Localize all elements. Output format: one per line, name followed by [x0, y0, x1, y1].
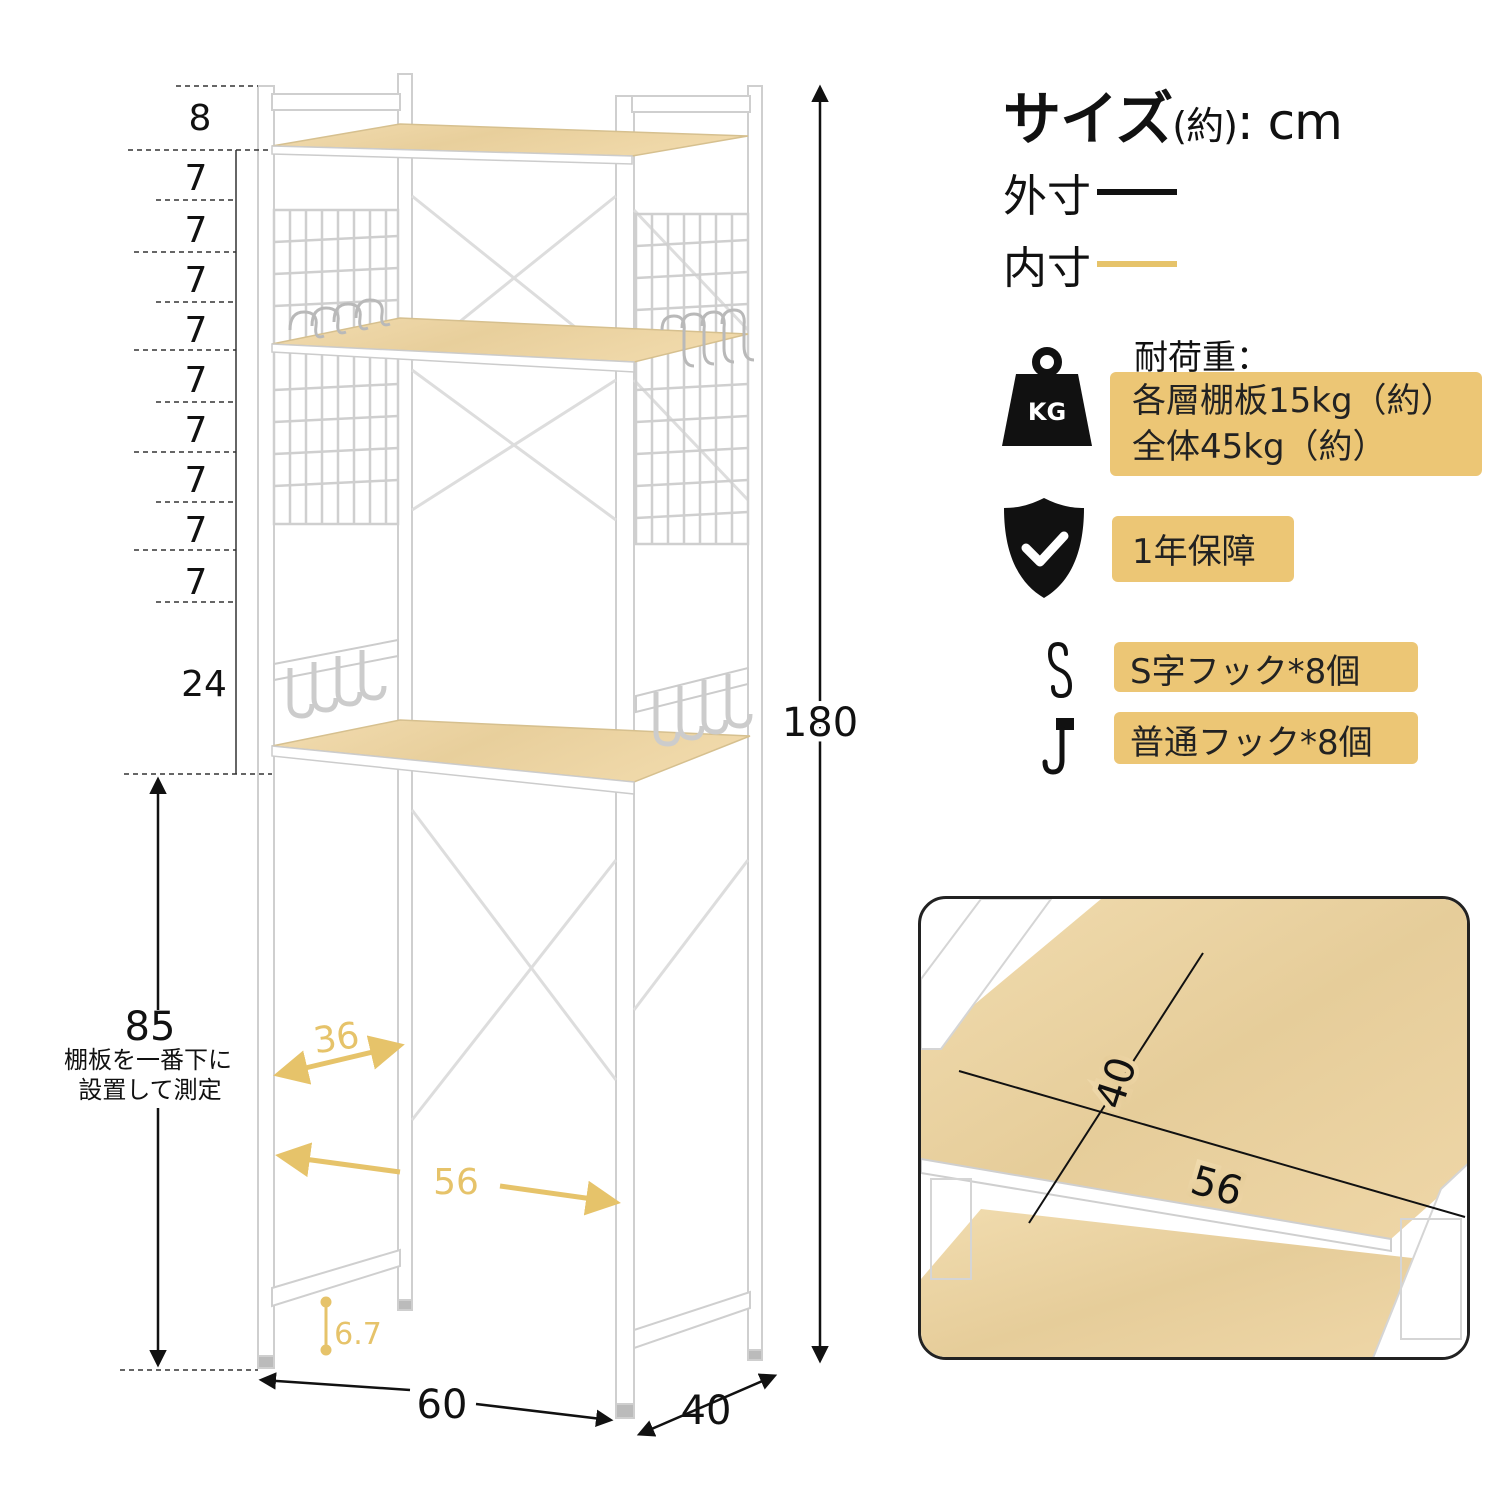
weight-icon: KG	[1000, 346, 1094, 448]
dim-label-grid: 7	[185, 260, 208, 301]
legend-title-main: サイズ	[1003, 85, 1173, 153]
back-left-post	[397, 73, 413, 1307]
dim-label-foot-height: 6.7	[334, 1317, 382, 1352]
foot-4	[747, 1349, 763, 1361]
load-heading: 耐荷重：	[1134, 338, 1270, 378]
load-line-2: 全体45kg（約）	[1132, 427, 1387, 467]
dim-label-grid: 7	[185, 460, 208, 501]
warranty-text: 1年保障	[1132, 532, 1256, 572]
legend-inner-swatch	[1097, 261, 1177, 267]
dim-label-grid: 7	[185, 410, 208, 451]
dim-label-grid: 7	[185, 510, 208, 551]
dim-label-outer-width: 60	[417, 1382, 468, 1428]
dim-inner-width-line-left	[275, 1142, 401, 1178]
s-hooks-right	[660, 308, 755, 368]
weight-icon-text: KG	[1028, 398, 1066, 426]
inset-upper-shelf	[921, 899, 1467, 1239]
s-hook-icon	[1044, 640, 1076, 700]
dim-label-total-height: 180	[782, 700, 858, 746]
dim-label-lower-gap: 24	[181, 664, 227, 705]
dim-label-outer-depth: 40	[681, 1388, 732, 1434]
top-rail-right	[631, 95, 751, 113]
shelf-bottom-edge	[271, 745, 635, 795]
legend-inner-label: 内寸	[1003, 243, 1091, 294]
legend-outer-label: 外寸	[1003, 171, 1091, 222]
foot-1	[257, 1355, 275, 1369]
legend-title-paren: (約)	[1172, 104, 1238, 148]
dim-outer-width-line-right	[475, 1402, 614, 1428]
legend-title-unit: : cm	[1236, 93, 1343, 151]
inset-shelf-edge	[921, 1157, 1392, 1253]
dim-dashed-ticks	[120, 85, 272, 1371]
dim-note-line1: 棚板を一番下に	[64, 1046, 232, 1074]
legend-inner: 内寸	[1003, 232, 1177, 296]
dim-label-inner-width: 56	[433, 1162, 479, 1203]
dim-label-top: 8	[189, 98, 212, 139]
shelf-closeup-inset: 40 56	[918, 896, 1470, 1360]
bottom-rail-left	[271, 1248, 401, 1308]
dim-label-grid: 7	[185, 562, 208, 603]
wire-grid-right	[634, 212, 750, 546]
legend-title: サイズ(約): cm	[1003, 72, 1343, 156]
dim-outer-width-line-left	[258, 1372, 411, 1392]
inset-dimension-lines	[958, 952, 1466, 1224]
shelf-top-edge	[271, 145, 633, 165]
dim-label-grid: 7	[185, 310, 208, 351]
s-hook-badge: S字フック*8個	[1114, 642, 1418, 692]
hook-bar-right	[635, 666, 753, 747]
dim-inner-width-line-right	[499, 1180, 621, 1216]
top-rail-left	[271, 93, 401, 111]
hook-icon	[1040, 714, 1080, 776]
shield-check-icon	[1002, 496, 1086, 600]
inset-frame	[921, 899, 1467, 1357]
dim-inner-depth-line	[273, 1035, 405, 1085]
dim-label-grid: 7	[185, 158, 208, 199]
s-hooks-left	[288, 298, 391, 339]
hook-bar-left	[273, 638, 399, 719]
foot-2	[615, 1403, 635, 1419]
dim-note-line2: 設置して測定	[78, 1076, 221, 1104]
bottom-rail-right	[633, 1290, 751, 1350]
dim-label-grid: 7	[185, 210, 208, 251]
dim-label-grid: 7	[185, 360, 208, 401]
inset-lower-shelf	[921, 1209, 1421, 1357]
shelves	[271, 123, 751, 795]
legend-outer-swatch	[1097, 189, 1177, 195]
load-line-1: 各層棚板15kg（約）	[1132, 381, 1455, 421]
dim-outer-depth-line	[636, 1373, 778, 1437]
normal-hook-text: 普通フック*8個	[1130, 723, 1373, 763]
foot-3	[397, 1299, 413, 1311]
dim-label-inner-depth: 36	[311, 1015, 362, 1062]
dim-foot-height-marker	[320, 1296, 332, 1356]
normal-hook-badge: 普通フック*8個	[1114, 712, 1418, 764]
front-left-post	[257, 85, 275, 1369]
legend-outer: 外寸	[1003, 160, 1177, 224]
dim-label-bottom-height: 85	[125, 1004, 176, 1050]
warranty-badge: 1年保障	[1112, 516, 1294, 582]
wire-grid-left	[272, 208, 400, 526]
load-badge: 各層棚板15kg（約） 全体45kg（約）	[1110, 372, 1482, 476]
s-hook-text: S字フック*8個	[1130, 652, 1361, 692]
shelf-middle-edge	[271, 343, 635, 373]
